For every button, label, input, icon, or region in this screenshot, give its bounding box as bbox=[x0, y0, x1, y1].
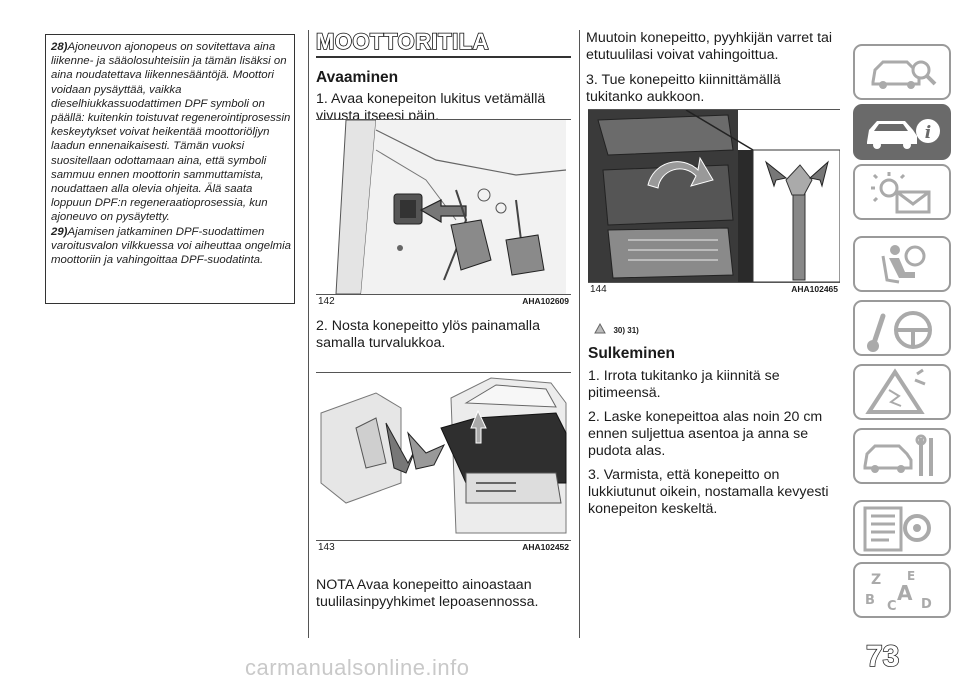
step-3-text: 3. Tue konepeitto kiinnittämällä tukitan… bbox=[586, 72, 781, 105]
warning-light-message-icon bbox=[871, 172, 931, 214]
watermark: carmanualsonline.info bbox=[245, 655, 470, 680]
car-search-icon bbox=[871, 60, 937, 89]
hood-support-rod-illustration bbox=[588, 110, 840, 282]
airbag-seat-icon bbox=[881, 245, 926, 284]
tab-emergency[interactable] bbox=[853, 364, 951, 420]
footnote-text: Ajoneuvon ajonopeus on sovitettava aina … bbox=[51, 41, 291, 224]
svg-text:A: A bbox=[897, 581, 913, 605]
page-number: 73 bbox=[865, 639, 900, 674]
car-info-icon: i bbox=[867, 119, 940, 149]
close-step-3-text: 3. Varmista, että konepeitto on lukkiutu… bbox=[588, 467, 829, 517]
column-middle: MOOTTORITILA Avaaminen 1. Avaa konepeito… bbox=[315, 29, 571, 125]
svg-text:E: E bbox=[907, 569, 915, 583]
note-text: NOTA Avaa konepeitto ainoastaan tuulilas… bbox=[316, 577, 539, 610]
tab-starting-driving[interactable] bbox=[853, 300, 951, 356]
figure-144: 144 AHA102465 bbox=[588, 109, 840, 295]
footnote-29: 29)Ajamisen jatkaminen DPF-suodattimen v… bbox=[51, 225, 294, 268]
close-step-2-text: 2. Laske konepeittoa alas noin 20 cm enn… bbox=[588, 409, 823, 459]
figure-code: AHA102465 bbox=[791, 284, 838, 294]
hood-release-lever-illustration bbox=[335, 120, 567, 294]
closing-heading: Sulkeminen bbox=[588, 345, 675, 362]
figure-number: 143 bbox=[318, 542, 335, 553]
car-service-tools-icon bbox=[863, 434, 933, 476]
tab-car-search[interactable] bbox=[853, 44, 951, 100]
figure-code: AHA102609 bbox=[522, 296, 569, 306]
figure-number: 144 bbox=[590, 284, 607, 295]
footnote-28: 28)Ajoneuvon ajonopeus on sovitettava ai… bbox=[51, 40, 294, 225]
figure-caption: 142 AHA102609 bbox=[316, 296, 571, 310]
key-steering-wheel-icon bbox=[867, 311, 932, 352]
title-rule bbox=[316, 56, 571, 58]
column-right: Muutoin konepeitto, pyyhkijän varret tai… bbox=[586, 30, 838, 106]
column-divider bbox=[579, 30, 580, 638]
hood-safety-catch-illustration bbox=[320, 377, 567, 534]
warning-refs-text: 30) 31) bbox=[613, 326, 639, 335]
tab-index[interactable]: Z E B C A D bbox=[853, 562, 951, 618]
warning-triangle-icon bbox=[594, 323, 606, 334]
tab-safety[interactable] bbox=[853, 236, 951, 292]
figure-142: 142 AHA102609 bbox=[316, 119, 571, 307]
close-step-1-text: 1. Irrota tukitanko ja kiinnitä se pitim… bbox=[588, 368, 780, 401]
breakdown-triangle-icon bbox=[865, 368, 926, 414]
intro-text: Muutoin konepeitto, pyyhkijän varret tai… bbox=[586, 30, 833, 63]
figure-caption: 144 AHA102465 bbox=[588, 284, 840, 298]
warning-refs: 30) 31) bbox=[594, 320, 639, 338]
opening-heading: Avaaminen bbox=[316, 68, 399, 86]
footnote-number: 28) bbox=[51, 41, 68, 53]
svg-text:B: B bbox=[865, 593, 875, 608]
footnote-text: Ajamisen jatkaminen DPF-suodattimen varo… bbox=[51, 225, 291, 267]
tab-maintenance[interactable] bbox=[853, 428, 951, 484]
alphabetical-index-icon: Z E B C A D bbox=[865, 569, 932, 614]
technical-data-list-icon bbox=[863, 506, 931, 552]
closing-section: Sulkeminen 1. Irrota tukitanko ja kiinni… bbox=[588, 344, 840, 518]
figure-caption: 143 AHA102452 bbox=[316, 542, 571, 556]
figure-143: 143 AHA102452 bbox=[316, 372, 571, 553]
figure-number: 142 bbox=[318, 296, 335, 307]
step-2-text: 2. Nosta konepeitto ylös painamalla sama… bbox=[316, 318, 540, 351]
svg-text:C: C bbox=[887, 599, 897, 614]
figure-code: AHA102452 bbox=[522, 542, 569, 552]
footnote-number: 29) bbox=[51, 225, 68, 238]
section-title: MOOTTORITILA bbox=[315, 29, 490, 55]
tab-technical-data[interactable] bbox=[853, 500, 951, 556]
svg-text:Z: Z bbox=[871, 572, 881, 588]
svg-text:i: i bbox=[925, 123, 931, 143]
tab-car-info[interactable]: i bbox=[853, 104, 951, 160]
column-divider bbox=[308, 30, 309, 638]
tab-warning-lights[interactable] bbox=[853, 164, 951, 220]
footnotes-box: 28)Ajoneuvon ajonopeus on sovitettava ai… bbox=[45, 34, 295, 304]
svg-text:D: D bbox=[921, 597, 932, 612]
